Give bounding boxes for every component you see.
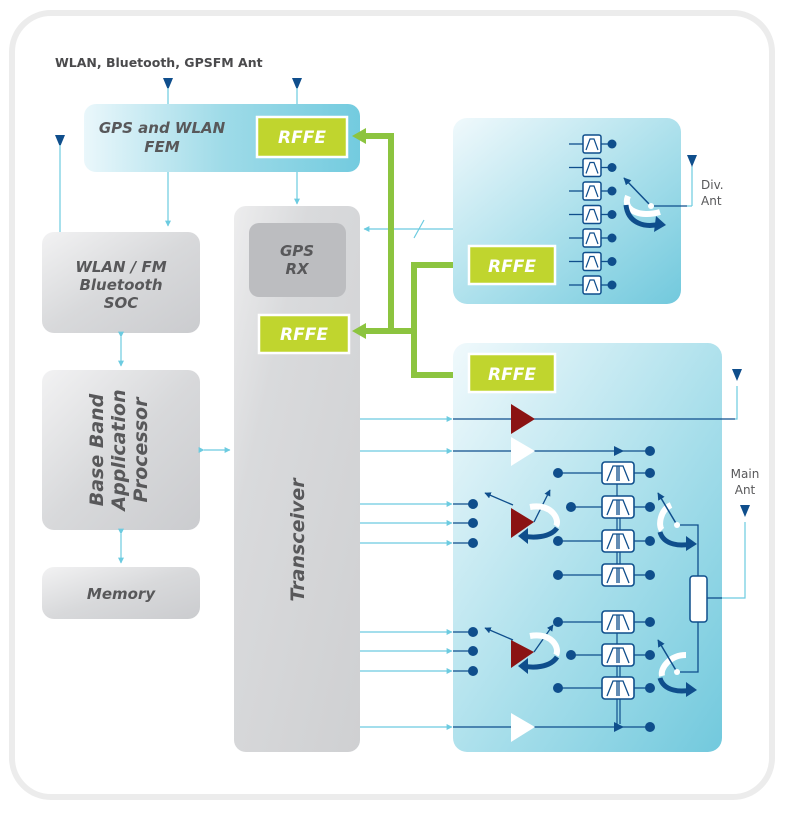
fem-rffe-label: RFFE xyxy=(278,128,326,148)
baseband-label-line1: Base Band xyxy=(86,393,108,506)
filter-icon xyxy=(582,275,602,295)
main-ant-label-line2: Ant xyxy=(735,483,756,497)
port-dot xyxy=(553,683,563,693)
memory-block[interactable]: Memory xyxy=(42,567,200,619)
filter-icon xyxy=(601,529,635,553)
antenna-switch-2 xyxy=(657,621,699,697)
pa-switch-group-1 xyxy=(484,489,560,544)
port-dot xyxy=(645,502,655,512)
filter-icon xyxy=(582,251,602,272)
port-dot xyxy=(553,617,563,627)
baseband-label-line3: Processor xyxy=(130,396,152,503)
power-amplifier-icon xyxy=(511,404,535,434)
fem-label-line2: FEM xyxy=(144,138,179,156)
diplexer-icon xyxy=(689,522,746,623)
baseband-label-line2: Application xyxy=(108,389,130,512)
transceiver-rffe-label: RFFE xyxy=(280,325,328,345)
main-antenna-icon xyxy=(740,505,750,517)
filter-icon xyxy=(601,643,635,667)
transceiver-signal-lines xyxy=(360,416,478,730)
port-dot xyxy=(566,650,576,660)
filter-icon xyxy=(601,563,635,587)
soc-label-line2: Bluetooth xyxy=(79,276,162,294)
port-dot xyxy=(468,666,478,676)
port-dot xyxy=(607,163,617,172)
filter-icon xyxy=(582,157,602,178)
main-rffe-label: RFFE xyxy=(488,365,536,385)
port-dot xyxy=(607,233,617,243)
div-rffe-label: RFFE xyxy=(488,257,536,277)
div-to-gps-line xyxy=(363,219,454,239)
port-dot xyxy=(553,536,563,546)
port-dot xyxy=(607,139,617,149)
gps-rx-label-line2: RX xyxy=(285,260,310,278)
div-switch-icon xyxy=(623,177,687,232)
transceiver-rffe-block[interactable]: RFFE xyxy=(257,313,351,355)
port-dot xyxy=(468,518,478,528)
port-dot xyxy=(607,186,617,196)
port-dot xyxy=(645,650,655,660)
filter-icon xyxy=(601,461,635,485)
rffe-bus-arrowheads xyxy=(352,128,468,383)
main-filter-banks xyxy=(553,461,655,724)
fem-label-line1: GPS and WLAN xyxy=(99,119,226,137)
port-dot xyxy=(607,257,617,266)
port-dot xyxy=(468,627,478,637)
filter-icon xyxy=(582,228,602,248)
antenna-switch-1 xyxy=(657,492,699,577)
antenna-icon xyxy=(163,78,173,104)
filter-icon xyxy=(582,134,602,154)
antenna-icon xyxy=(292,78,302,104)
port-dot xyxy=(607,280,617,290)
pa-switch-group-2 xyxy=(484,624,560,674)
port-dot xyxy=(645,536,655,546)
div-ant-label-line2: Ant xyxy=(701,194,722,208)
gps-rx-label-line1: GPS xyxy=(280,242,314,260)
rffe-control-bus xyxy=(365,133,455,378)
wlan-bluetooth-soc-block[interactable]: WLAN / FM Bluetooth SOC xyxy=(42,232,200,333)
gps-rx-block[interactable]: GPS RX xyxy=(249,223,346,297)
port-dot xyxy=(645,683,655,693)
soc-label-line1: WLAN / FM xyxy=(75,258,166,276)
power-amplifier-icon xyxy=(511,508,534,538)
div-antenna-icon xyxy=(687,155,697,207)
port-dot xyxy=(607,210,617,219)
port-dot xyxy=(645,468,655,478)
main-ant-label-line1: Main xyxy=(731,467,760,481)
div-ant-label-line1: Div. xyxy=(701,178,724,192)
filter-icon xyxy=(601,495,635,519)
port-dot xyxy=(468,538,478,548)
low-noise-amplifier-icon xyxy=(511,713,535,742)
filter-icon xyxy=(601,676,635,700)
filter-icon xyxy=(601,610,635,634)
port-dot xyxy=(645,617,655,627)
transceiver-label: Transceiver xyxy=(287,477,309,602)
pa-output-path xyxy=(453,369,742,434)
lna-path-top xyxy=(453,437,655,466)
main-rffe-block[interactable]: RFFE xyxy=(467,352,557,394)
antenna-header-label: WLAN, Bluetooth, GPSFM Ant xyxy=(55,55,263,70)
diversity-filter-bank xyxy=(569,134,617,295)
port-dot xyxy=(468,499,478,509)
soc-label-line3: SOC xyxy=(104,294,139,312)
port-dot xyxy=(566,502,576,512)
filter-icon xyxy=(582,181,602,201)
memory-label: Memory xyxy=(87,585,156,603)
power-amplifier-icon xyxy=(511,640,534,668)
filter-icon xyxy=(582,204,602,225)
div-rffe-block[interactable]: RFFE xyxy=(467,244,557,286)
port-dot xyxy=(553,468,563,478)
antenna-icon xyxy=(55,135,65,232)
port-dot xyxy=(468,646,478,656)
port-dot xyxy=(645,570,655,580)
lna-path-bottom xyxy=(453,713,655,742)
low-noise-amplifier-icon xyxy=(511,437,535,466)
fem-rffe-block[interactable]: RFFE xyxy=(255,115,349,159)
port-dot xyxy=(553,570,563,580)
baseband-processor-block[interactable]: Base Band Application Processor xyxy=(42,370,200,530)
